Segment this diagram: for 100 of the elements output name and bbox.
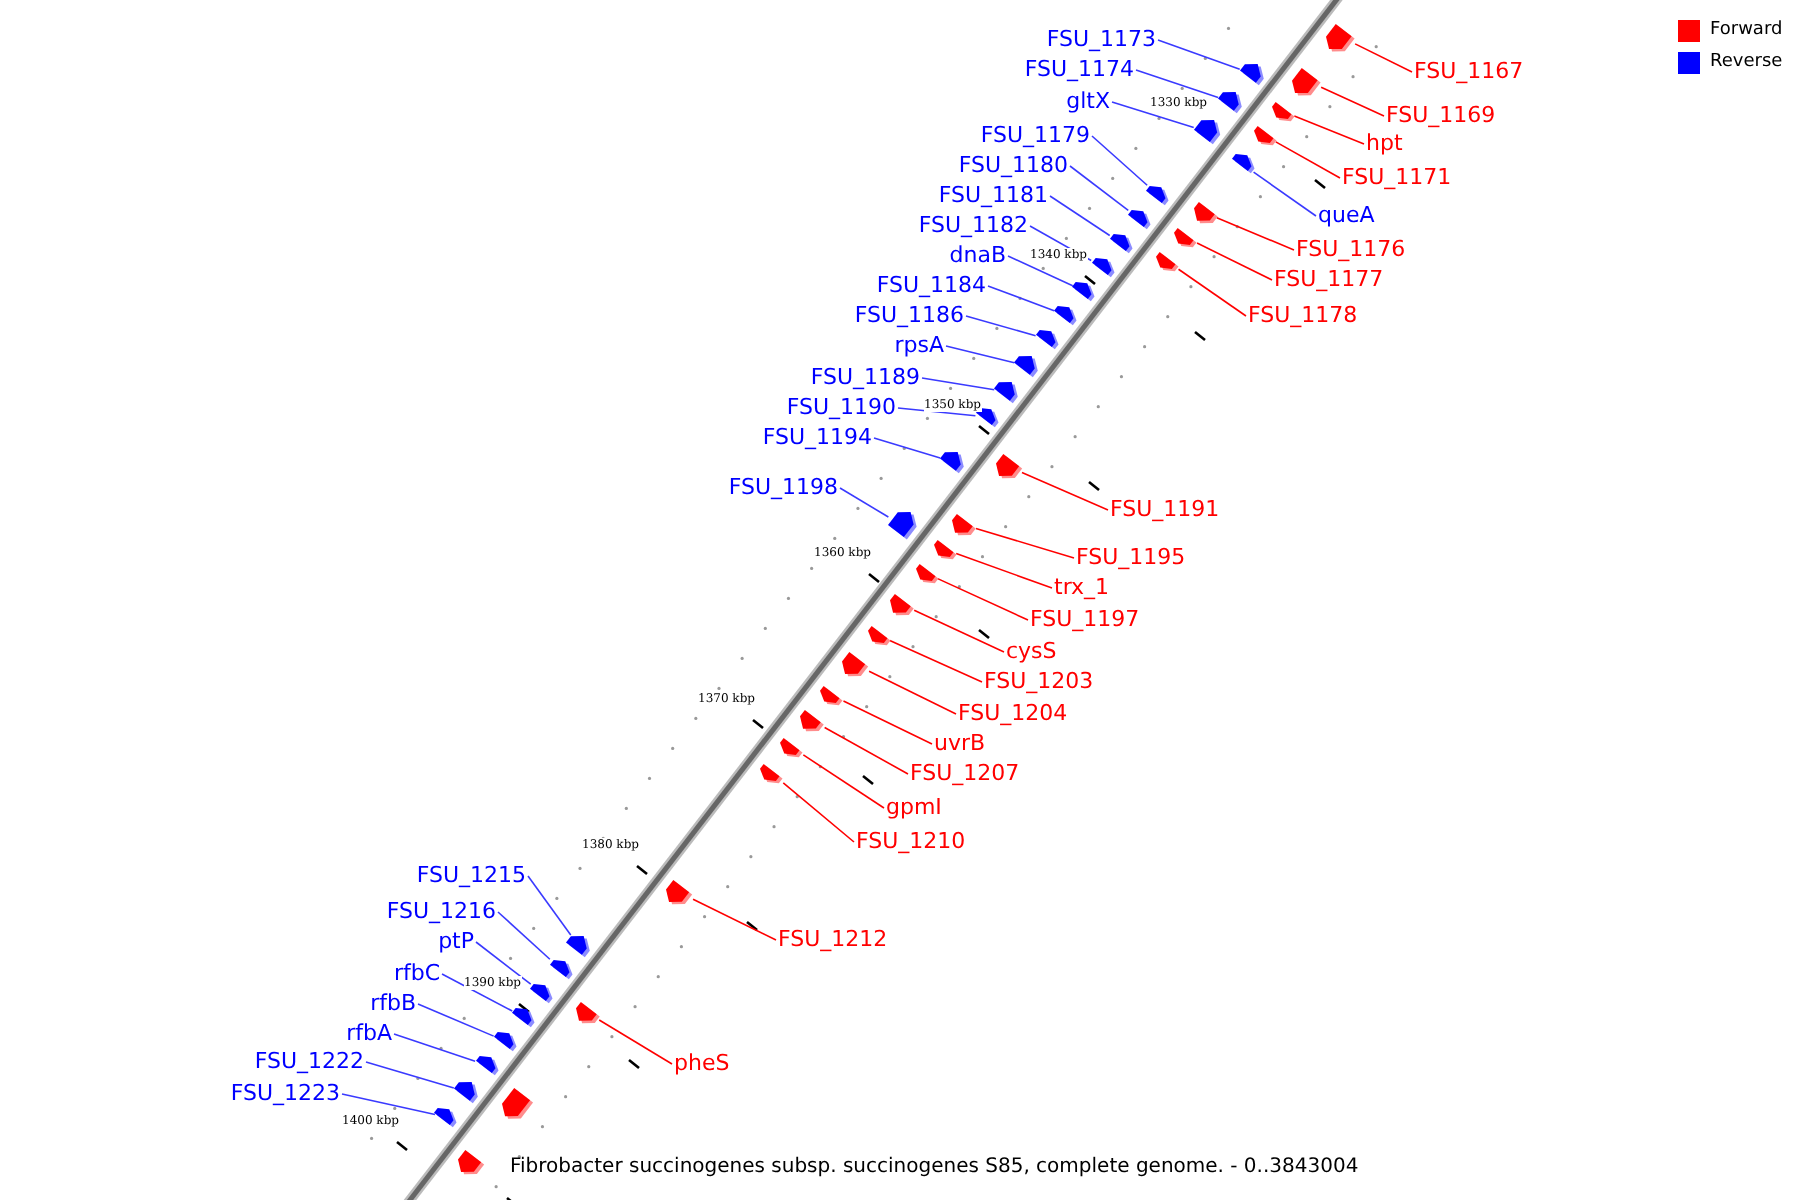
gene-block <box>842 652 870 677</box>
gene-label: FSU_1184 <box>876 272 986 298</box>
gene-label: FSU_1195 <box>1076 544 1186 570</box>
gene-label: FSU_1191 <box>1110 496 1220 522</box>
gene-block <box>475 1055 498 1075</box>
leader-line <box>1049 195 1111 237</box>
gene-label: FSU_1210 <box>856 828 966 854</box>
leader-line <box>527 875 572 936</box>
gene-block <box>780 737 804 758</box>
gene-block <box>760 763 784 784</box>
leader-line <box>1216 216 1295 251</box>
gene-label: FSU_1197 <box>1030 606 1140 632</box>
gene-block <box>1014 355 1038 377</box>
gene-label: hpt <box>1366 130 1403 156</box>
gene-block <box>453 1081 478 1103</box>
gene-block <box>434 1107 458 1127</box>
gene-label: rfbC <box>393 960 440 986</box>
gene-block <box>933 539 957 560</box>
gene-block <box>1193 202 1217 224</box>
gene-block <box>530 983 554 1003</box>
gene-block <box>888 511 917 540</box>
gene-label: pheS <box>674 1050 730 1076</box>
gene-label: FSU_1176 <box>1296 236 1406 262</box>
gene-label: rfbA <box>346 1020 392 1046</box>
gene-block <box>1174 227 1198 248</box>
gene-block <box>995 454 1022 479</box>
leader-line <box>1069 165 1130 212</box>
gene-block <box>1128 209 1151 229</box>
gene-block <box>1035 329 1059 349</box>
gene-label: trx_1 <box>1054 574 1110 600</box>
gene-block <box>1239 63 1264 85</box>
leader-line <box>945 345 1016 364</box>
caption: Fibrobacter succinogenes subsp. succinogenes S85, complete genome. - 0..3843004 <box>510 1154 1359 1180</box>
gene-label: FSU_1177 <box>1274 266 1384 292</box>
leader-line <box>987 285 1055 312</box>
gene-block <box>1146 185 1170 205</box>
leader-line <box>889 639 983 683</box>
leader-line <box>868 670 957 715</box>
gene-block <box>915 563 938 584</box>
leader-line <box>802 754 885 809</box>
gene-block <box>1091 257 1114 277</box>
gene-label: ptP <box>438 928 474 954</box>
gene-block <box>1218 91 1242 113</box>
gene-block <box>952 514 976 536</box>
leader-line <box>393 1033 476 1062</box>
leader-line <box>913 609 1005 653</box>
gene-label: gpmI <box>886 794 942 820</box>
gene-block <box>867 625 890 646</box>
leader-line <box>897 407 977 417</box>
leader-line <box>782 782 855 843</box>
leader-line <box>1111 101 1195 129</box>
gene-label: FSU_1173 <box>1046 26 1156 52</box>
gene-label: FSU_1216 <box>386 898 496 924</box>
leader-line <box>598 1019 673 1065</box>
gene-label: FSU_1181 <box>938 182 1048 208</box>
leader-line <box>839 487 890 518</box>
gene-block <box>1326 23 1356 51</box>
gene-block <box>1231 154 1254 174</box>
legend-label: Forward <box>1710 18 1783 44</box>
gene-block <box>975 407 998 427</box>
leader-line <box>1135 69 1219 99</box>
leader-line <box>441 973 513 1012</box>
gene-label: FSU_1190 <box>786 394 896 420</box>
gene-label: queA <box>1318 202 1375 228</box>
leader-line <box>417 1003 495 1037</box>
gene-label: dnaB <box>949 242 1006 268</box>
gene-label: FSU_1194 <box>762 424 872 450</box>
gene-block <box>512 1007 535 1027</box>
gene-block <box>1253 125 1276 146</box>
legend-label: Reverse <box>1710 50 1783 76</box>
leader-line <box>1275 141 1341 179</box>
gene-block <box>575 1002 600 1024</box>
gene-block <box>1109 233 1133 253</box>
leader-line <box>692 898 777 941</box>
leader-line <box>1354 43 1413 73</box>
leader-line <box>497 911 551 961</box>
gene-label: FSU_1198 <box>728 474 838 500</box>
leader-line <box>936 577 1029 621</box>
gene-block <box>1054 305 1077 325</box>
leader-line <box>965 315 1037 337</box>
gene-block <box>493 1031 517 1051</box>
leader-line <box>1293 115 1365 145</box>
gene-block <box>666 880 694 905</box>
gene-label: FSU_1215 <box>416 862 526 888</box>
gene-block <box>820 685 844 706</box>
leader-line <box>1021 471 1109 511</box>
leader-line <box>1177 268 1247 317</box>
gene-label: rpsA <box>894 332 944 358</box>
leader-line <box>921 377 996 391</box>
gene-block <box>549 959 572 979</box>
leader-line <box>1007 255 1074 287</box>
gene-label: FSU_1203 <box>984 668 1094 694</box>
gene-block <box>1072 281 1096 301</box>
gene-block <box>940 451 964 473</box>
gene-label: rfbB <box>370 990 416 1016</box>
gene-block <box>890 594 915 616</box>
gene-block <box>502 1087 534 1119</box>
leader-line <box>1196 242 1273 281</box>
gene-label: FSU_1222 <box>254 1048 364 1074</box>
gene-block <box>458 1150 485 1175</box>
